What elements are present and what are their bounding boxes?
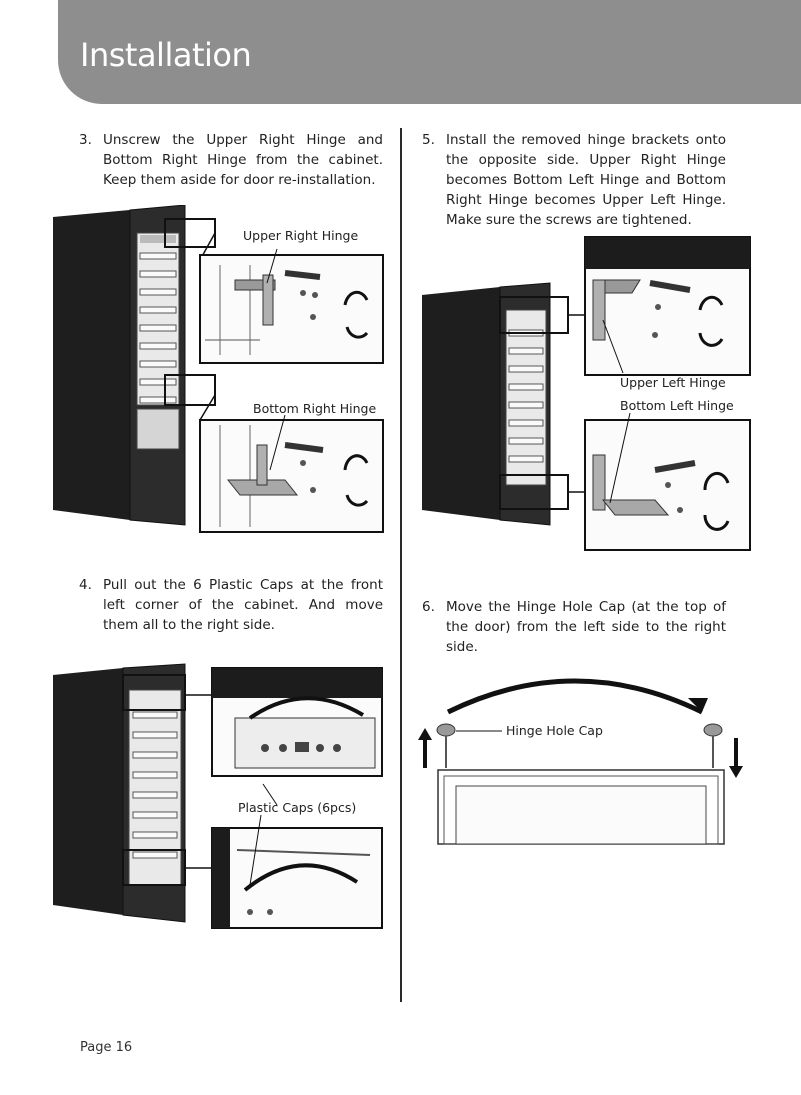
- arrow-down-icon: [729, 738, 743, 778]
- label-upper-right-hinge: Upper Right Hinge: [243, 228, 358, 243]
- step-3: 3. Unscrew the Upper Right Hinge and Bot…: [79, 130, 383, 190]
- figure-step-4: Plastic Caps (6pcs): [53, 663, 383, 929]
- detail-upper-left-hinge: [584, 236, 751, 376]
- move-arc-arrow: [446, 678, 704, 715]
- wine-cooler-illustration: [422, 282, 551, 526]
- page-title: Installation: [80, 36, 252, 74]
- step-text: Move the Hinge Hole Cap (at the top of t…: [446, 599, 726, 655]
- step-text: Install the removed hinge brackets onto …: [446, 132, 726, 228]
- page-number: Page 16: [80, 1040, 133, 1055]
- detail-top-corner: [211, 667, 383, 777]
- step-text: Unscrew the Upper Right Hinge and Bottom…: [103, 132, 383, 188]
- step-text: Pull out the 6 Plastic Caps at the front…: [103, 577, 383, 633]
- label-upper-left-hinge: Upper Left Hinge: [620, 375, 726, 390]
- detail-bottom-left-hinge: [584, 419, 751, 551]
- step-4: 4. Pull out the 6 Plastic Caps at the fr…: [79, 575, 383, 635]
- step-number: 6.: [422, 599, 435, 615]
- column-divider: [400, 128, 402, 1002]
- detail-bottom-right-hinge: [199, 419, 384, 533]
- page-header: Installation: [58, 0, 801, 104]
- step-6: 6. Move the Hinge Hole Cap (at the top o…: [422, 597, 726, 657]
- figure-step-5: Upper Left Hinge Bottom Left Hinge: [422, 236, 751, 551]
- label-plastic-caps: Plastic Caps (6pcs): [238, 800, 356, 815]
- label-bottom-right-hinge: Bottom Right Hinge: [253, 401, 376, 416]
- step-number: 5.: [422, 132, 435, 148]
- hinge-hole-cap-right: [703, 723, 723, 768]
- door-illustration: [437, 769, 725, 845]
- arrow-up-icon: [418, 728, 432, 768]
- step-number: 3.: [79, 132, 92, 148]
- wine-cooler-illustration: [53, 663, 186, 923]
- figure-step-6: Hinge Hole Cap: [418, 678, 743, 845]
- step-number: 4.: [79, 577, 92, 593]
- step-5: 5. Install the removed hinge brackets on…: [422, 130, 726, 230]
- detail-bottom-corner: [211, 827, 383, 929]
- detail-upper-right-hinge: [199, 254, 384, 364]
- figure-step-3: Upper Right Hinge Bottom Right Hinge: [53, 205, 384, 533]
- label-hinge-hole-cap: Hinge Hole Cap: [506, 723, 603, 738]
- hinge-hole-cap-left: [436, 723, 456, 768]
- label-bottom-left-hinge: Bottom Left Hinge: [620, 398, 734, 413]
- wine-cooler-illustration: [53, 205, 186, 526]
